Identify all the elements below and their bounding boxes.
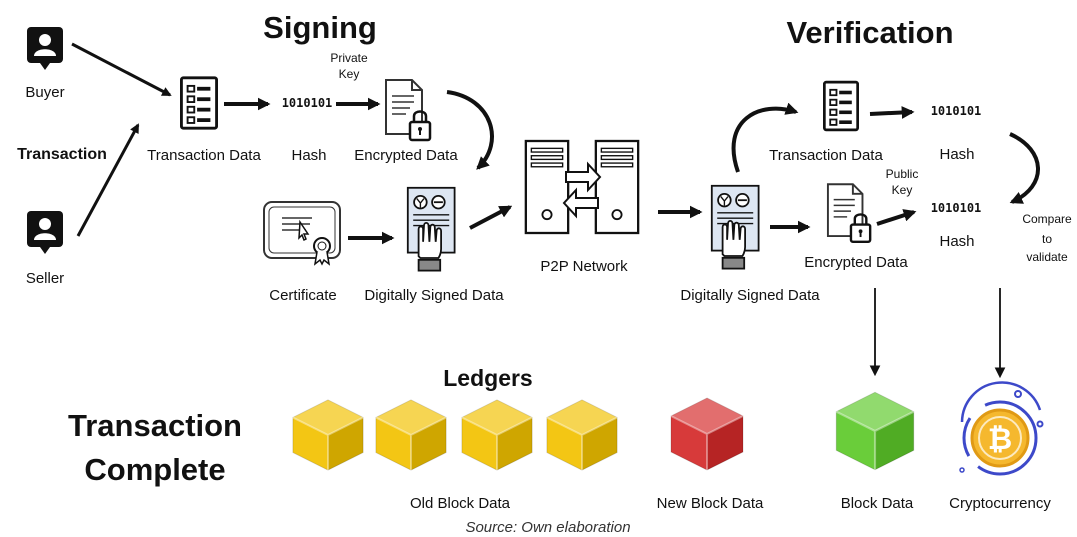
- transaction-data-label: Transaction Data: [147, 147, 261, 164]
- received-signed-data-label: Digitally Signed Data: [680, 287, 820, 304]
- bitcoin-icon: ₿: [959, 381, 1044, 476]
- public-key-label-line2: Key: [892, 183, 913, 197]
- ledgers-title: Ledgers: [443, 365, 532, 391]
- received-signed-data-icon: [710, 184, 760, 270]
- signed-to-network-arrow: [469, 205, 513, 230]
- cryptocurrency-label: Cryptocurrency: [949, 495, 1051, 512]
- server-left-icon: [524, 139, 570, 235]
- transaction-complete-line2: Complete: [84, 452, 225, 487]
- verification-hash-label-1: Hash: [939, 146, 974, 163]
- verification-data-to-hash-arrow: [869, 106, 915, 119]
- buyer-to-data-arrow: [71, 42, 172, 97]
- certificate-icon: [263, 201, 341, 265]
- encrypted-data-lock-icon: [384, 78, 432, 142]
- seller-label: Seller: [26, 270, 64, 287]
- encrypted-to-signed-curved-arrow: [446, 90, 494, 170]
- verification-encrypted-data-label: Encrypted Data: [804, 254, 908, 271]
- verification-encrypted-lock-icon: [826, 183, 872, 244]
- encrypted-data-label: Encrypted Data: [354, 147, 458, 164]
- server-right-icon: [594, 139, 640, 235]
- hash-label: Hash: [291, 147, 326, 164]
- transaction-data-document-icon: [180, 76, 218, 130]
- verification-hash-binary-1: 1010101: [931, 104, 982, 118]
- seller-to-data-arrow: [76, 123, 140, 237]
- verification-transaction-data-label: Transaction Data: [769, 147, 883, 164]
- signing-hash-binary: 1010101: [282, 96, 333, 110]
- public-key-label-line1: Public: [886, 167, 919, 181]
- verified-block-cube-icon: [835, 391, 915, 471]
- digitally-signed-data-label: Digitally Signed Data: [364, 287, 504, 304]
- network-right-arrow-icon: [565, 161, 602, 193]
- old-block-cube-1-icon: [291, 398, 365, 472]
- verification-hash-binary-2: 1010101: [931, 201, 982, 215]
- old-block-cubes: [291, 398, 619, 472]
- network-left-arrow-icon: [562, 187, 599, 219]
- verification-title: Verification: [786, 15, 953, 50]
- encrypted-to-hash-arrow: [876, 209, 917, 226]
- block-data-label: Block Data: [841, 495, 914, 512]
- buyer-person-icon: [27, 27, 63, 70]
- svg-text:₿: ₿: [988, 422, 1012, 457]
- private-key-label-line1: Private: [330, 51, 368, 65]
- new-block-data-label: New Block Data: [657, 495, 764, 512]
- seller-person-icon: [27, 211, 63, 254]
- signing-title: Signing: [263, 10, 377, 45]
- buyer-label: Buyer: [25, 84, 64, 101]
- new-block-cube-icon: [670, 397, 744, 471]
- p2p-network-label: P2P Network: [540, 258, 628, 275]
- compare-label-line1: Compare: [1022, 212, 1072, 226]
- compare-label-line2: to: [1042, 232, 1052, 246]
- transaction-complete-line1: Transaction: [68, 408, 242, 443]
- source-caption: Source: Own elaboration: [465, 519, 630, 536]
- digitally-signed-data-icon: [406, 186, 456, 272]
- old-block-cube-3-icon: [460, 398, 534, 472]
- signed-to-transaction-curved-arrow: [731, 102, 799, 173]
- old-block-cube-2-icon: [374, 398, 448, 472]
- certificate-label: Certificate: [269, 287, 337, 304]
- old-block-cube-4-icon: [545, 398, 619, 472]
- verification-hash-label-2: Hash: [939, 233, 974, 250]
- transaction-label: Transaction: [17, 146, 107, 163]
- compare-label-line3: validate: [1026, 250, 1068, 264]
- compare-curved-arrow: [1009, 132, 1040, 204]
- old-block-data-label: Old Block Data: [410, 495, 511, 512]
- verification-transaction-data-icon: [823, 80, 859, 132]
- private-key-label-line2: Key: [339, 67, 360, 81]
